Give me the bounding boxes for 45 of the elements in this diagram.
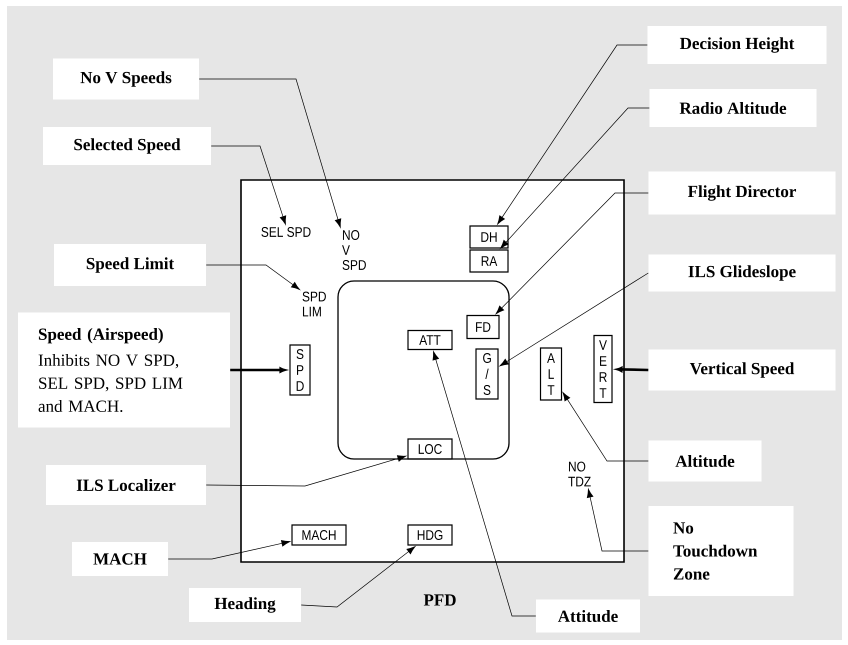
leader-line: [432, 351, 536, 616]
indicator-box: FD: [466, 314, 500, 340]
indicator-box: HDG: [407, 524, 453, 546]
indicator-text: SEL SPD: [261, 227, 311, 237]
callout-box: Attitude: [536, 600, 640, 632]
callout-box: No V Speeds: [53, 58, 199, 100]
indicator-box: LOC: [407, 438, 453, 460]
indicator-box: VERT: [593, 334, 613, 404]
leader-line: [206, 264, 300, 290]
leader-line: [497, 44, 648, 224]
display-title: PFD: [424, 594, 456, 606]
leader-line: [562, 392, 649, 462]
callout-box: Altitude: [648, 440, 762, 482]
callout-box: Speed Limit: [54, 244, 206, 286]
callout-box: Flight Director: [648, 172, 836, 214]
callout-box: ILS Glideslope: [648, 254, 836, 292]
indicator-box: SPD: [289, 344, 311, 396]
indicator-box: ATT: [407, 330, 453, 350]
callout-box: ILS Localizer: [46, 465, 206, 505]
leader-line: [230, 367, 286, 373]
callout-box: Radio Altitude: [650, 89, 817, 127]
callout-box: Vertical Speed: [648, 350, 836, 390]
indicator-text: SPD LIM: [302, 292, 326, 316]
callout-box: MACH: [72, 542, 168, 576]
indicator-box: RA: [469, 249, 509, 273]
callout-box: No Touchdown Zone: [648, 506, 794, 596]
leader-line: [206, 455, 406, 486]
leader-line: [198, 78, 342, 228]
callout-box: Speed (Airspeed) Inhibits NO V SPD, SEL SPD, SPD LIM and MACH.: [18, 312, 230, 428]
leader-line: [496, 192, 649, 314]
leader-line: [210, 146, 286, 225]
leader-line: [586, 488, 649, 552]
leader-line: [500, 272, 649, 366]
indicator-text: NO TDZ: [568, 462, 591, 486]
leader-line: [500, 108, 650, 249]
indicator-box: MACH: [291, 524, 347, 546]
indicator-box: G/S: [475, 348, 499, 400]
callout-box: Heading: [189, 588, 301, 622]
leader-line: [168, 540, 290, 560]
leader-line: [300, 546, 416, 608]
indicator-text: NO V SPD: [342, 230, 366, 270]
indicator-box: ALT: [540, 347, 562, 401]
indicator-box: DH: [469, 225, 509, 249]
callout-box: Decision Height: [648, 26, 826, 64]
callout-box: Selected Speed: [43, 127, 211, 165]
